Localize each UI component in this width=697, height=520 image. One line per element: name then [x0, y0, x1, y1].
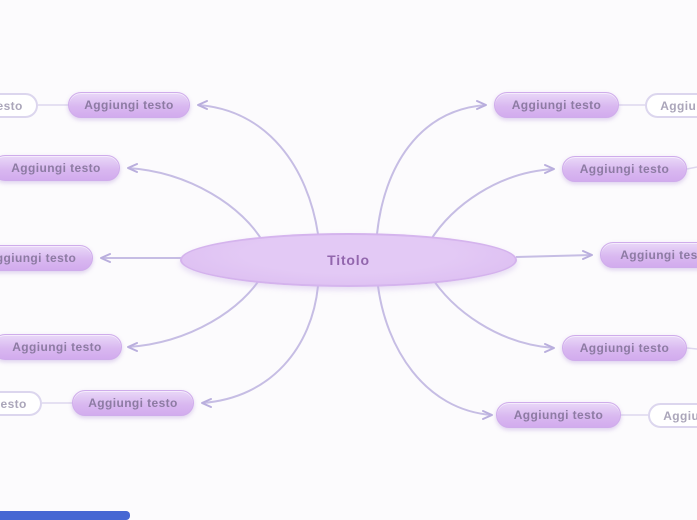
branch-node-label: Aggiungi testo [579, 341, 670, 355]
root-node-label: Titolo [327, 252, 370, 268]
connector-left-5 [201, 285, 319, 404]
branch-node-right-4[interactable]: Aggiungi testo [562, 335, 687, 361]
branch-node-label: Aggiungi testo [579, 162, 670, 176]
branch-node-label: Aggiungi testo [0, 251, 77, 265]
placeholder-label: Aggiungi testo [660, 98, 697, 113]
arrowhead-left-3 [100, 253, 111, 263]
placeholder-node-left-top[interactable]: Aggiungi testo [0, 93, 38, 118]
horizontal-scrollbar-thumb[interactable] [0, 511, 130, 520]
connector-right-3 [515, 254, 593, 258]
arrowhead-right-5 [482, 410, 493, 420]
branch-node-label: Aggiungi testo [84, 98, 174, 112]
arrowhead-right-2 [544, 164, 555, 174]
placeholder-node-right-top[interactable]: Aggiungi testo [645, 93, 697, 118]
branch-node-right-3[interactable]: Aggiungi testo [600, 242, 697, 268]
connector-left-4 [127, 273, 264, 348]
branch-node-label: Aggiungi testo [620, 248, 697, 262]
arrowhead-right-1 [476, 100, 487, 110]
placeholder-node-right-bottom[interactable]: Aggiungi testo [648, 403, 697, 428]
connector-left-2 [127, 167, 264, 243]
link-right-4-stub [686, 347, 697, 350]
placeholder-label: Aggiungi testo [663, 408, 697, 423]
branch-node-right-5[interactable]: Aggiungi testo [496, 402, 621, 428]
placeholder-label: Aggiungi testo [0, 98, 23, 113]
branch-node-label: Aggiungi testo [88, 396, 178, 410]
root-node[interactable]: Titolo [180, 233, 517, 287]
arrowhead-left-4 [127, 342, 138, 352]
placeholder-label: Aggiungi testo [0, 396, 27, 411]
connector-right-2 [429, 168, 555, 242]
branch-node-label: Aggiungi testo [511, 98, 602, 112]
arrowhead-left-2 [127, 163, 138, 173]
arrowhead-right-3 [582, 250, 593, 260]
arrowhead-right-4 [544, 343, 555, 353]
branch-node-left-4[interactable]: Aggiungi testo [0, 334, 122, 360]
branch-node-label: Aggiungi testo [12, 340, 102, 354]
arrowhead-left-1 [197, 100, 208, 110]
branch-node-left-2[interactable]: Aggiungi testo [0, 155, 120, 181]
arrowhead-left-5 [201, 398, 212, 408]
branch-node-right-1[interactable]: Aggiungi testo [494, 92, 619, 118]
branch-node-left-1[interactable]: Aggiungi testo [68, 92, 190, 118]
branch-node-label: Aggiungi testo [11, 161, 101, 175]
branch-node-left-5[interactable]: Aggiungi testo [72, 390, 194, 416]
branch-node-right-2[interactable]: Aggiungi testo [562, 156, 687, 182]
branch-node-label: Aggiungi testo [513, 408, 604, 422]
connector-left-1 [197, 104, 319, 235]
link-right-2-stub [686, 166, 697, 170]
branch-node-left-3[interactable]: Aggiungi testo [0, 245, 93, 271]
placeholder-node-left-bottom[interactable]: Aggiungi testo [0, 391, 42, 416]
connector-right-4 [429, 274, 555, 349]
connector-right-1 [376, 104, 487, 235]
connector-right-5 [377, 285, 493, 416]
